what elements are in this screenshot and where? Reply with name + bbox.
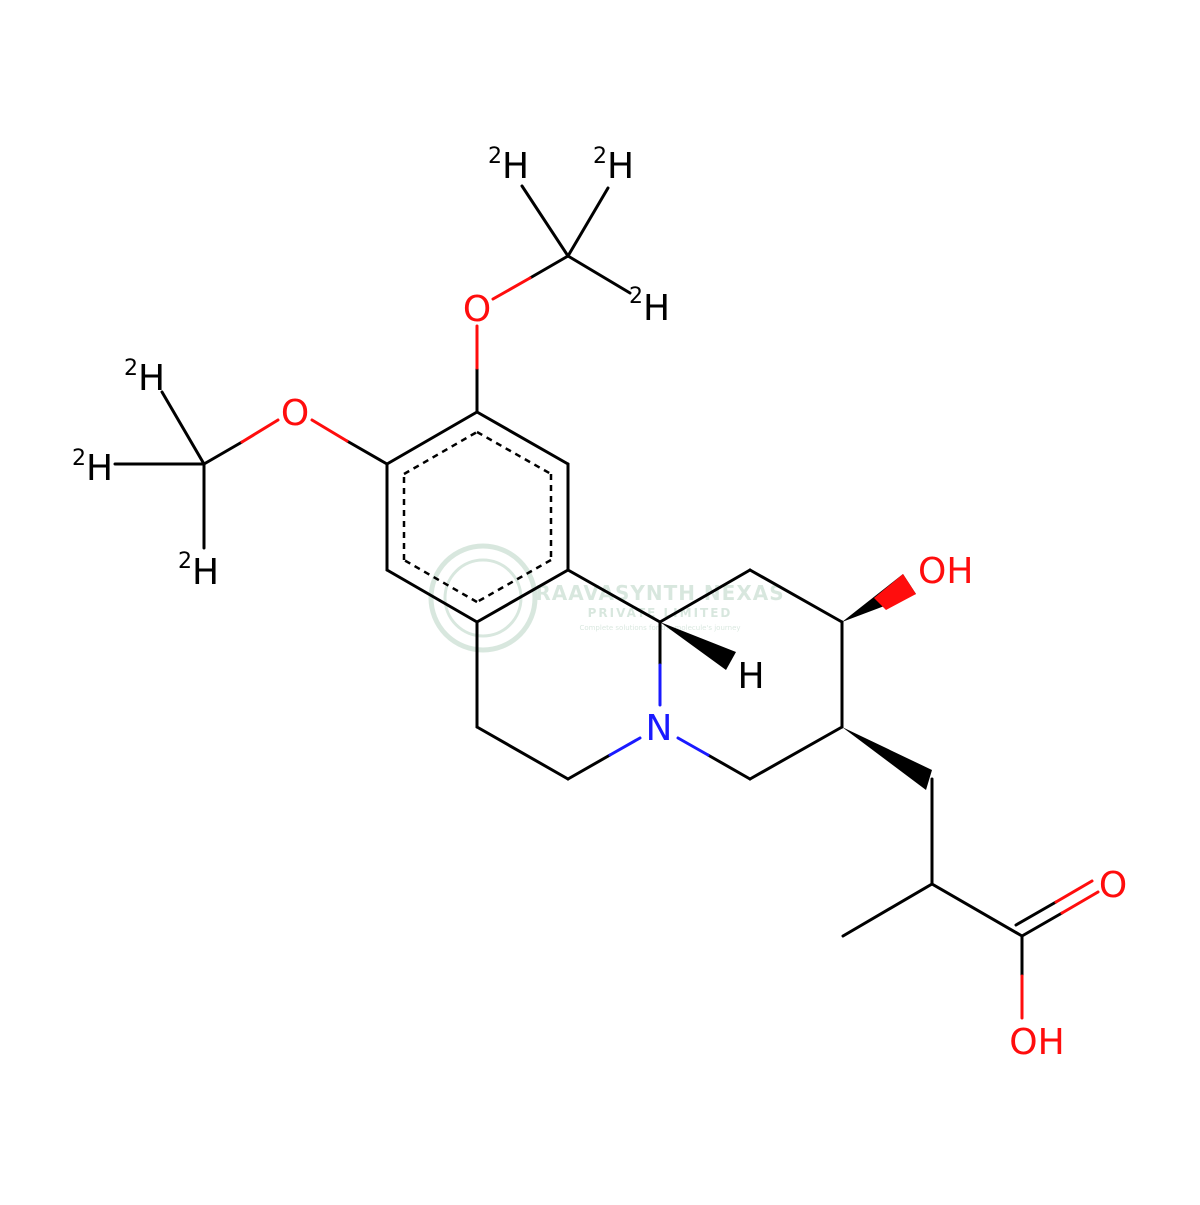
watermark: RAAVASYNTH NEXAS PRIVATE LIMITED Complet… bbox=[428, 543, 784, 653]
nitrogen-bonds bbox=[608, 663, 710, 757]
acid-hydroxyl-label: OH bbox=[1009, 1022, 1064, 1063]
stereo-hydrogen-label: H bbox=[737, 656, 764, 697]
nitrogen-label: N bbox=[646, 708, 673, 749]
bonds bbox=[113, 184, 1064, 978]
hydroxyl-label: OH bbox=[918, 551, 973, 592]
isotope-label: 2 bbox=[629, 284, 643, 309]
isotope-label: 2 bbox=[488, 144, 502, 169]
wedge-oh-red bbox=[874, 574, 916, 610]
isotope-label: 2 bbox=[178, 549, 192, 574]
deuterium-label: H bbox=[643, 288, 670, 329]
deuterium-label: H bbox=[502, 146, 529, 187]
oxygen-left-label: O bbox=[281, 393, 309, 434]
isotope-label: 2 bbox=[124, 356, 138, 381]
aromatic-dashes bbox=[402, 430, 553, 604]
deuterium-label: H bbox=[138, 358, 165, 399]
wedge-sidechain bbox=[842, 727, 932, 790]
watermark-title: RAAVASYNTH NEXAS bbox=[535, 581, 784, 605]
wedge-stereo-h bbox=[660, 622, 736, 670]
oxygen-upper-label: O bbox=[463, 289, 491, 330]
watermark-logo-icon bbox=[428, 543, 538, 653]
deuterium-label: H bbox=[607, 146, 634, 187]
atom-labels: O O 2 H 2 H 2 H 2 H 2 H 2 H OH H N O OH bbox=[72, 144, 1127, 1063]
isotope-label: 2 bbox=[72, 446, 86, 471]
deuterium-label: H bbox=[192, 552, 219, 593]
carbonyl-oxygen-label: O bbox=[1099, 865, 1127, 906]
isotope-label: 2 bbox=[593, 144, 607, 169]
watermark-subtitle: PRIVATE LIMITED bbox=[588, 606, 733, 620]
oxygen-bonds bbox=[240, 276, 1100, 1020]
deuterium-label: H bbox=[86, 448, 113, 489]
